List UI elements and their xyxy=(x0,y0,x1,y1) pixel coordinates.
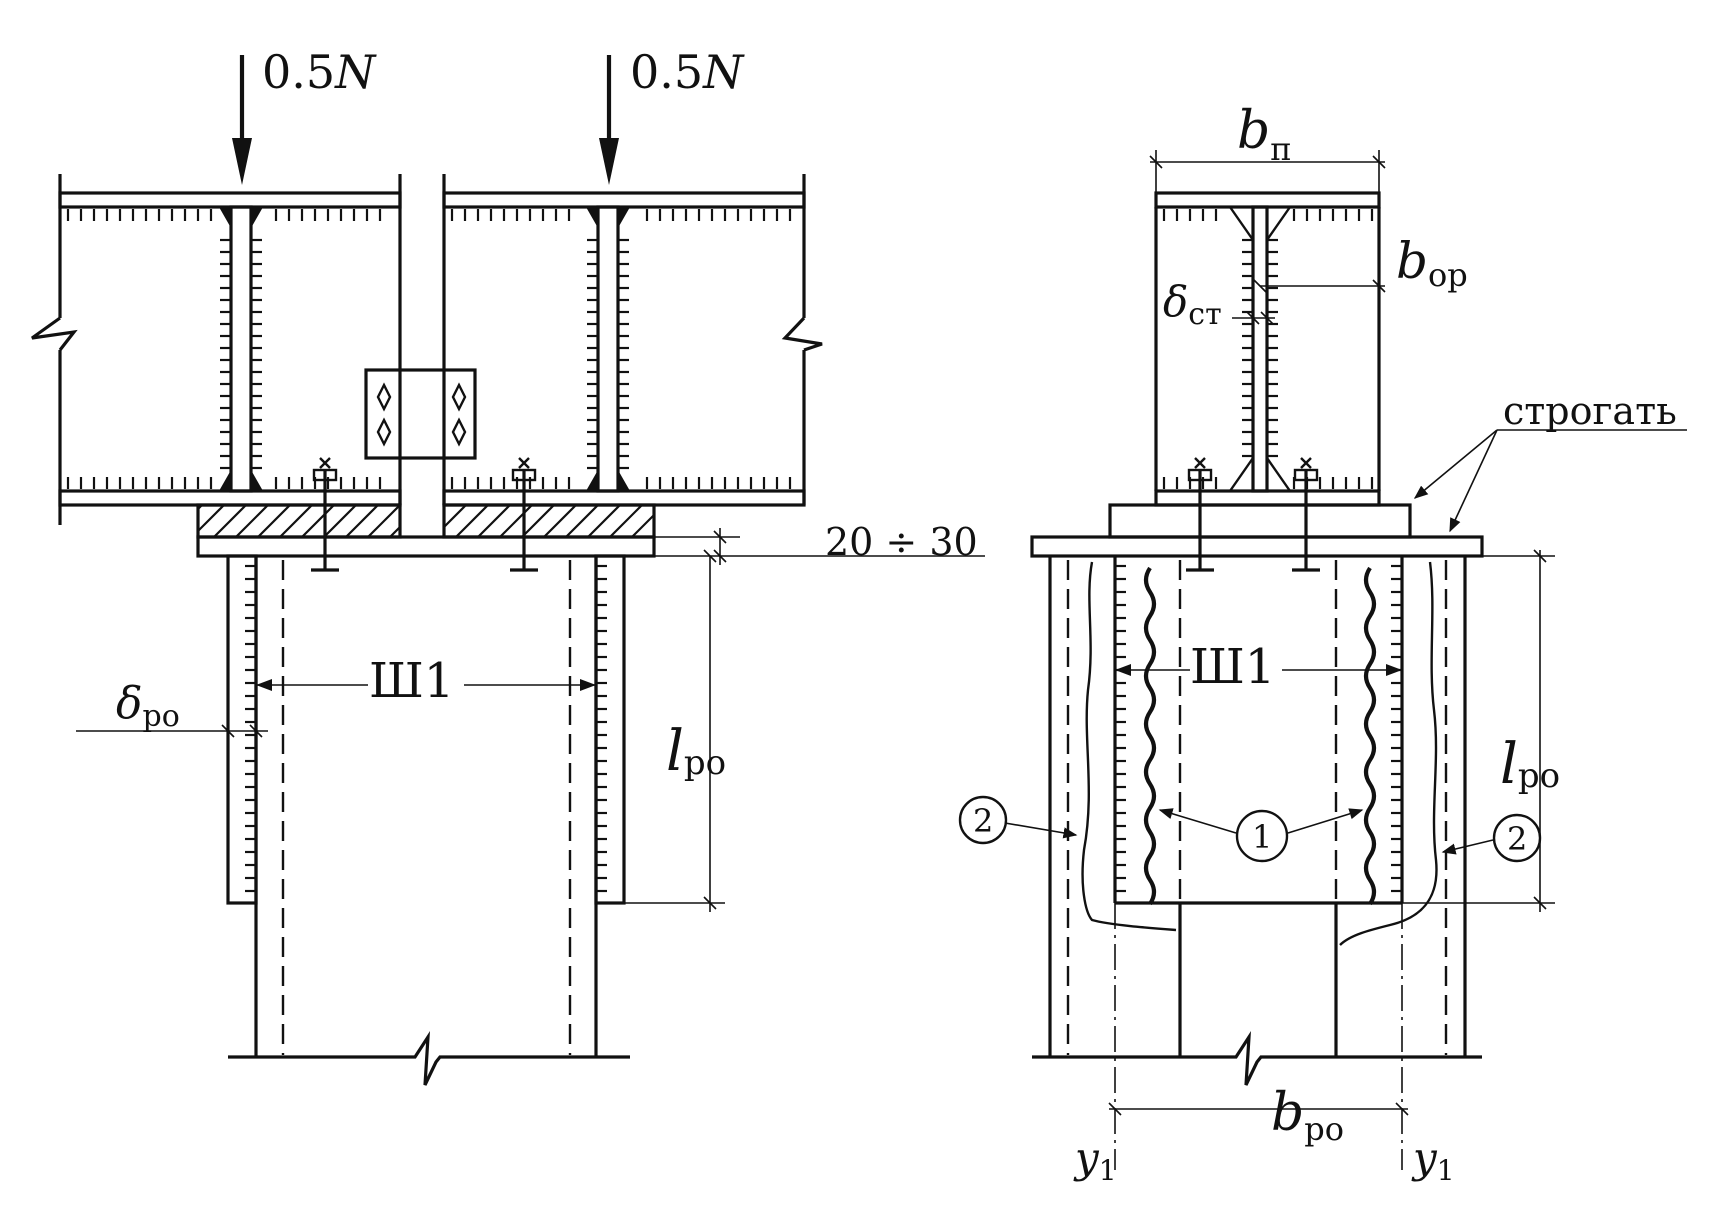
column-right-view xyxy=(1032,556,1482,1170)
load-arrow-right xyxy=(599,55,619,185)
callout-2-left-circle xyxy=(958,795,1008,845)
load-label-right: 0.5N xyxy=(630,45,745,99)
bearing-ribs xyxy=(196,503,656,539)
weld-seam-1-right xyxy=(1363,566,1377,906)
dim-w1-left xyxy=(256,679,596,691)
dim-l-ro-right xyxy=(1402,549,1555,912)
l-ro-label-right: lро xyxy=(1500,732,1560,797)
beam-cross-section xyxy=(1154,191,1381,507)
dim-delta-ro xyxy=(76,724,268,738)
weld-seam-1-left xyxy=(1143,566,1157,906)
weld-hatching-left xyxy=(66,209,792,489)
callout-2-left-label: 2 xyxy=(973,802,993,840)
left-beam xyxy=(31,174,402,525)
anchor-bolt-left xyxy=(311,457,339,572)
l-ro-label-left: lро xyxy=(666,719,726,784)
leader-callout-1 xyxy=(1158,808,1364,834)
b-or-label: bор xyxy=(1396,232,1468,294)
leader-plane xyxy=(1413,429,1687,533)
delta-st-label: δст xyxy=(1163,277,1222,332)
anchor-bolt-right-view-2 xyxy=(1292,457,1320,572)
right-view: bп bор δст строгать Ш1 lро 1 2 2 bро y1 … xyxy=(958,101,1687,1187)
load-label-left: 0.5N xyxy=(262,45,377,99)
support-bearing-plate xyxy=(1108,503,1412,539)
rib-weld-hatching-right xyxy=(1115,564,1402,893)
load-arrow-left xyxy=(232,55,252,185)
anchor-bolt-right xyxy=(510,457,538,572)
dim-l-ro-left xyxy=(624,549,725,912)
y1-label-right: y1 xyxy=(1411,1133,1455,1187)
b-p-label: bп xyxy=(1237,101,1292,168)
callout-1-label: 1 xyxy=(1252,818,1272,856)
callout-1-circle xyxy=(1235,809,1289,863)
gap-label: 20 ÷ 30 xyxy=(825,520,978,564)
y1-label-left: y1 xyxy=(1073,1133,1117,1187)
dim-delta-st xyxy=(1232,311,1275,325)
callout-2-right-circle xyxy=(1492,813,1542,863)
callout-2-right-label: 2 xyxy=(1507,820,1527,858)
rib-weld-hatching xyxy=(245,564,607,893)
splice-plate xyxy=(364,368,477,460)
column-left-view xyxy=(226,554,630,1086)
leader-callout-2-left xyxy=(1004,822,1078,839)
weld-label-w1-left: Ш1 xyxy=(369,653,454,709)
left-view: 0.5N 0.5N 20 ÷ 30 Ш1 δро lро xyxy=(31,45,985,1086)
column-cap-plate-right xyxy=(1030,535,1484,558)
weld-label-w1-right: Ш1 xyxy=(1190,639,1275,695)
anchor-bolt-right-view-1 xyxy=(1186,457,1214,572)
weld-boundary-2-left xyxy=(1081,561,1177,932)
dim-b-p xyxy=(1149,150,1386,193)
weld-boundary-2-right xyxy=(1339,561,1438,946)
column-cap-plate xyxy=(196,535,656,558)
delta-ro-label: δро xyxy=(116,678,180,734)
leader-callout-2-right xyxy=(1441,839,1494,855)
dim-b-or xyxy=(1253,279,1386,293)
plane-note: строгать xyxy=(1503,389,1677,433)
b-ro-label: bро xyxy=(1271,1083,1344,1148)
right-beam xyxy=(442,174,823,507)
dim-b-ro xyxy=(1108,1102,1409,1116)
dim-w1-right xyxy=(1115,664,1402,676)
